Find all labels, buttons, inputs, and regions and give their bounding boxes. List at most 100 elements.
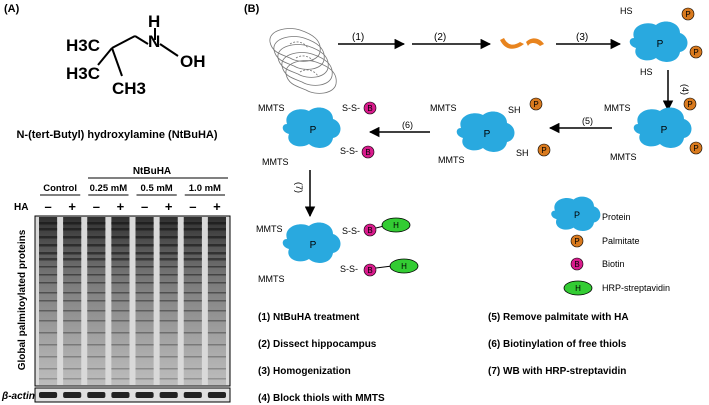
compound-name: N-(tert-Butyl) hydroxylamine (NtBuHA) — [16, 129, 217, 141]
blot-band — [87, 236, 106, 239]
svg-text:P: P — [310, 125, 317, 136]
step-5-text: (5) Remove palmitate with HA — [488, 312, 629, 323]
blot-band — [111, 378, 130, 380]
blot-band — [207, 320, 226, 322]
blot-band — [159, 244, 178, 247]
svg-text:SH: SH — [508, 105, 521, 115]
blot-band — [135, 244, 154, 247]
blot-band — [87, 266, 106, 268]
actin-blot — [34, 387, 231, 403]
blot-band — [207, 356, 226, 358]
blot-band — [207, 252, 226, 255]
blot-band — [111, 292, 130, 294]
blot-column-header-3: 1.0 mM — [189, 183, 221, 194]
blot-band — [63, 282, 82, 284]
blot-band — [183, 236, 202, 239]
blot-band — [63, 356, 82, 358]
actin-band-2 — [87, 392, 106, 398]
actin-band-3 — [111, 392, 130, 398]
svg-text:B: B — [367, 226, 372, 235]
ha-sign-3: + — [117, 199, 125, 214]
blot-band — [135, 292, 154, 294]
svg-text:HS: HS — [640, 67, 653, 77]
blot-band — [159, 292, 178, 294]
blot-band — [39, 320, 58, 322]
blot-band — [159, 258, 178, 261]
legend-biotin-label: Biotin — [602, 259, 625, 269]
blot-band — [39, 378, 58, 380]
legend: P Protein P Palmitate B Biotin H HRP-str… — [551, 196, 670, 296]
svg-text:P: P — [693, 48, 698, 57]
actin-band-1 — [63, 392, 82, 398]
blot-band — [159, 300, 178, 302]
blot-band — [207, 368, 226, 370]
blot-band — [135, 378, 154, 380]
blot-band — [87, 244, 106, 247]
blot-band — [111, 236, 130, 239]
blot-band — [183, 258, 202, 261]
svg-text:P: P — [687, 100, 692, 109]
blot-band — [63, 274, 82, 276]
svg-text:S-S-: S-S- — [342, 103, 360, 113]
blot-band — [207, 332, 226, 334]
blot-band — [183, 274, 202, 276]
blot-band — [39, 332, 58, 334]
svg-text:B: B — [367, 104, 372, 113]
blot-band — [63, 258, 82, 261]
step-7-text: (7) WB with HRP-streptavidin — [488, 366, 626, 377]
blot-band — [159, 378, 178, 380]
blot-band — [183, 282, 202, 284]
blot-band — [87, 292, 106, 294]
ntbuha-group-label: NtBuHA — [133, 166, 171, 177]
blot-band — [39, 282, 58, 284]
panel-a-label: (A) — [4, 3, 20, 15]
blot-band — [111, 252, 130, 255]
arrow-label-5: (5) — [582, 116, 593, 126]
hippocampus-icon — [500, 38, 524, 49]
blot-band — [207, 258, 226, 261]
blot-band — [159, 222, 178, 225]
blot-band — [207, 236, 226, 239]
blot-band — [87, 300, 106, 302]
blot-band — [183, 300, 202, 302]
blot-band — [207, 244, 226, 247]
actin-band-5 — [159, 392, 178, 398]
step-1-text: (1) NtBuHA treatment — [258, 312, 360, 323]
blot-band — [63, 310, 82, 312]
blot-column-header-1: 0.25 mM — [90, 183, 128, 194]
blot-band — [159, 368, 178, 370]
blot-band — [183, 378, 202, 380]
svg-text:P: P — [685, 10, 690, 19]
blot-band — [111, 274, 130, 276]
actin-band-6 — [183, 392, 202, 398]
blot-band — [63, 332, 82, 334]
blot-band — [183, 368, 202, 370]
blot-band — [111, 244, 130, 247]
blot-band — [159, 310, 178, 312]
blot-band — [183, 222, 202, 225]
step-6-text: (6) Biotinylation of free thiols — [488, 339, 627, 350]
blot-band — [207, 292, 226, 294]
ha-sign-1: + — [68, 199, 76, 214]
blot-band — [39, 344, 58, 346]
blot-band — [87, 282, 106, 284]
blot-band — [135, 332, 154, 334]
blot-band — [159, 320, 178, 322]
blot-band — [207, 274, 226, 276]
blot-band — [111, 332, 130, 334]
blot-band — [63, 236, 82, 239]
blot-band — [183, 310, 202, 312]
blot-band — [87, 228, 106, 231]
blot-band — [111, 282, 130, 284]
svg-text:P: P — [693, 144, 698, 153]
blot-band — [135, 310, 154, 312]
chem-n: N — [148, 32, 160, 51]
blot-band — [39, 356, 58, 358]
blot-band — [111, 266, 130, 268]
blot-band — [111, 222, 130, 225]
blot-band — [159, 236, 178, 239]
chem-h: H — [148, 12, 160, 31]
legend-hrp-label: HRP-streptavidin — [602, 283, 670, 293]
blot-band — [135, 222, 154, 225]
ha-label: HA — [14, 202, 28, 213]
